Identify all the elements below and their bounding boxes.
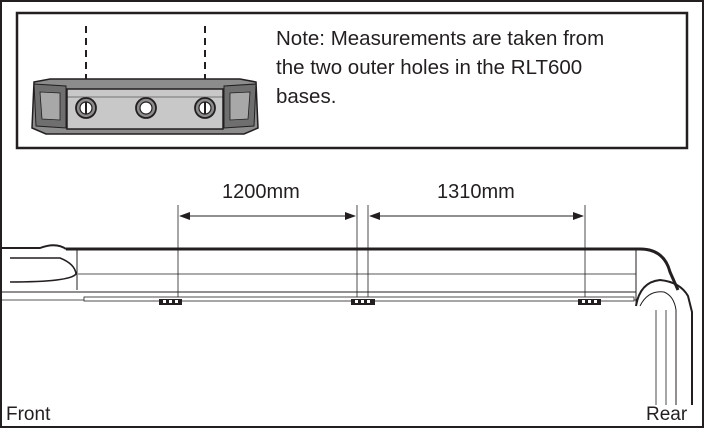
vehicle-roof-side-view	[1, 244, 693, 405]
rear-pillar	[635, 278, 693, 405]
front-span-label: 1200mm	[222, 181, 300, 203]
front-label: Front	[6, 404, 51, 425]
front-contour	[1, 244, 67, 250]
note-text: Note: Measurements are taken from the tw…	[276, 24, 686, 111]
roof-top-line	[66, 247, 680, 291]
rear-base-marker	[578, 299, 601, 305]
note-line-1: Note: Measurements are taken from	[276, 27, 605, 50]
note-line-2: the two outer holes in the RLT600	[276, 56, 583, 79]
middle-base-marker	[351, 299, 375, 305]
right-outer-hole	[194, 97, 216, 119]
center-hole	[135, 97, 157, 119]
left-outer-hole	[75, 97, 97, 119]
rear-span-dimension-arrow	[369, 212, 584, 220]
rear-label: Rear	[646, 404, 688, 425]
front-span-dimension-arrow	[179, 212, 356, 220]
front-base-marker	[159, 299, 182, 305]
rear-span-label: 1310mm	[437, 181, 515, 203]
rlt600-base-illustration	[31, 26, 259, 135]
note-line-3: bases.	[276, 85, 337, 108]
